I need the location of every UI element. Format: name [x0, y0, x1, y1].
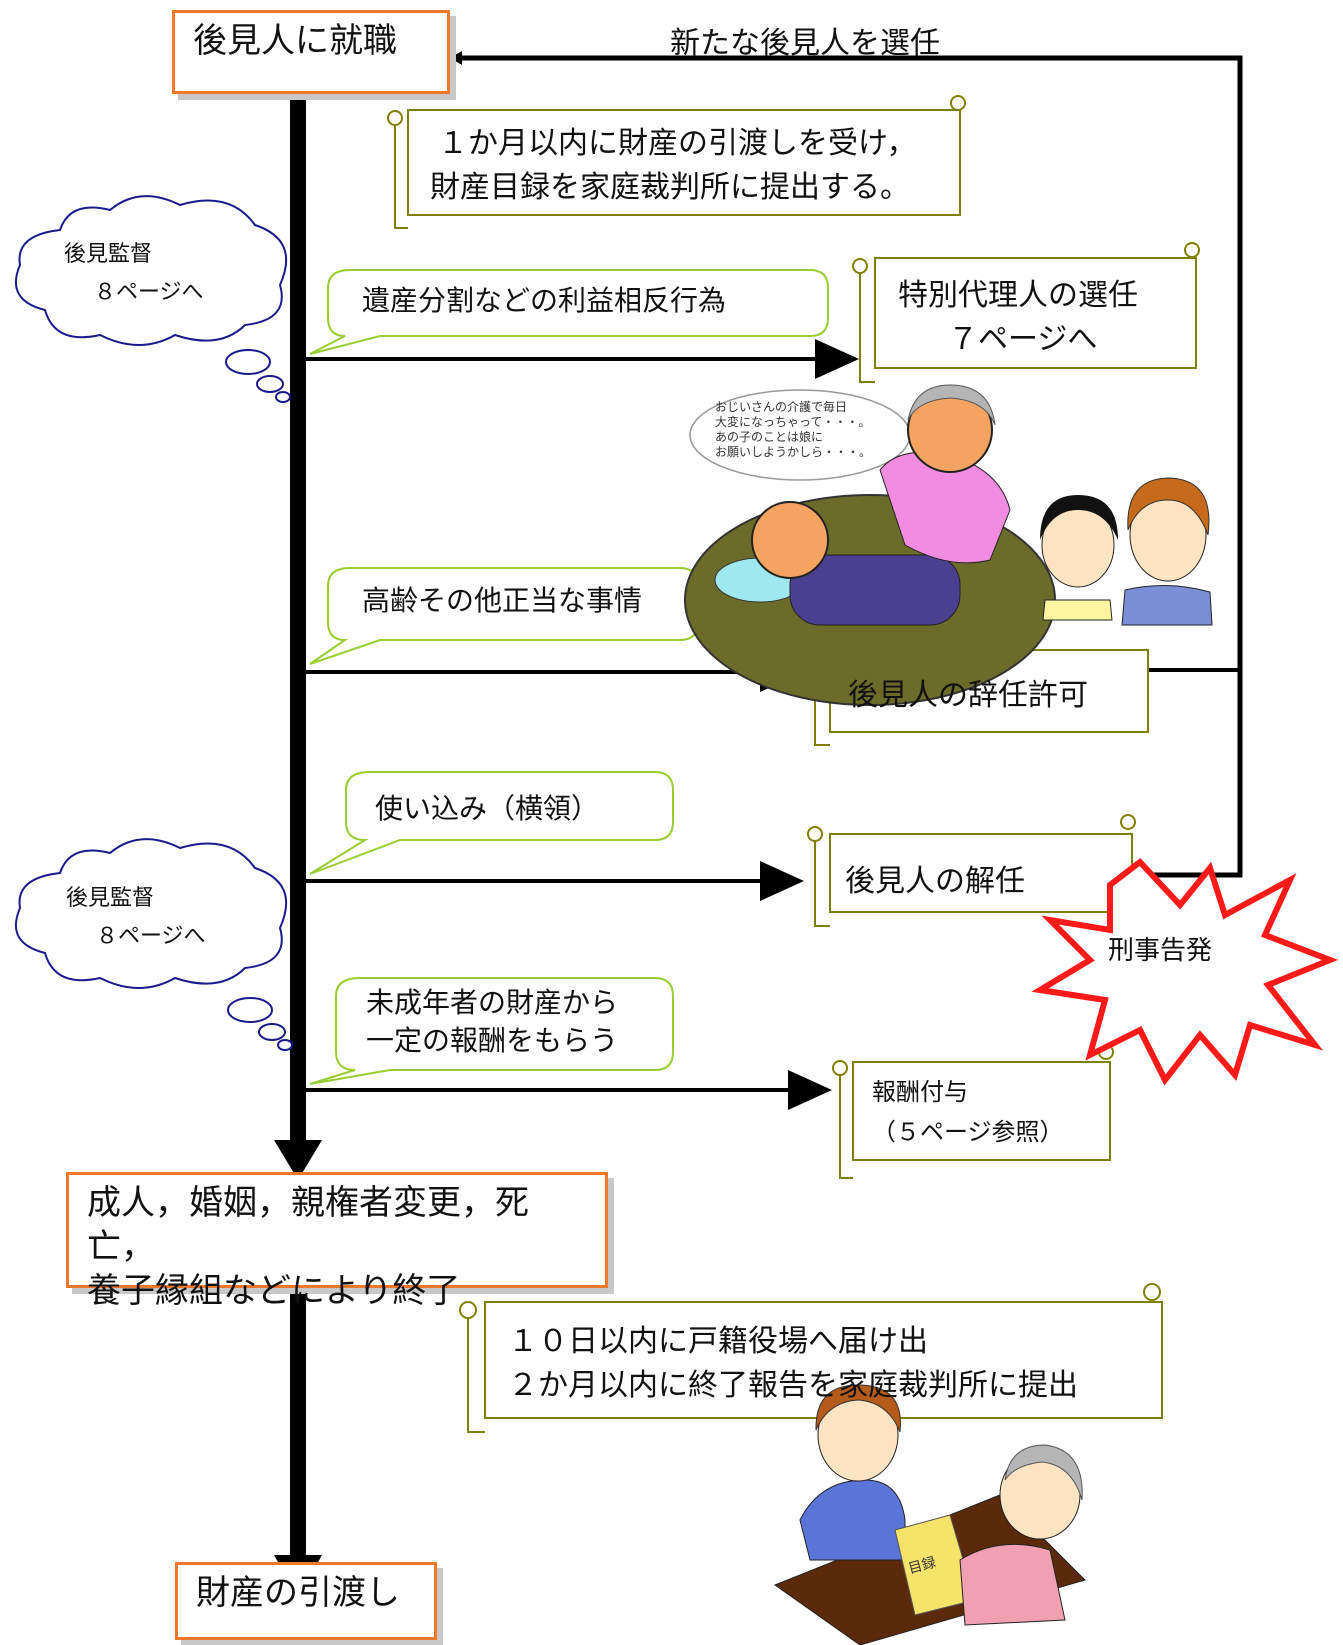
blanket — [789, 554, 961, 626]
scroll-1-line-2: 財産目録を家庭裁判所に提出する。 — [430, 170, 910, 205]
girl-1-collar — [1042, 599, 1113, 621]
speech-bubble-1 — [309, 269, 829, 355]
scroll-2-shape — [874, 257, 1197, 369]
cloud-1-line-1: 後見監督 — [64, 242, 153, 267]
loop-label: 新たな後見人を選任 — [670, 26, 940, 61]
burst-shape — [1031, 857, 1339, 1086]
woman-body — [799, 1479, 906, 1561]
illustration-1-caption-line-1: おじいさんの介護で毎日 — [715, 400, 848, 414]
cloud-shapes — [15, 195, 293, 1051]
illustration-1-caption-line-2: 大変になっちゃって・・・。 — [715, 415, 871, 429]
grandma-2-hair — [1004, 1444, 1083, 1501]
speech-bubble-shapes — [309, 269, 829, 1085]
scroll-6-line-1: １０日以内に戸籍役場へ届け出 — [508, 1324, 928, 1359]
final-box: 財産の引渡し — [175, 1562, 437, 1640]
grandma-2-body — [959, 1543, 1066, 1626]
cloud-2-line-2: ８ページへ — [96, 924, 206, 949]
scroll-6-shape — [484, 1301, 1163, 1419]
handover-illustration — [773, 1384, 1086, 1645]
end-box-line-2: 養子縁組などにより終了 — [87, 1271, 461, 1311]
scroll-2-line-2: ７ページへ — [948, 322, 1098, 357]
speech-3-text: 使い込み（横領） — [375, 792, 600, 825]
speech-1-text: 遺産分割などの利益相反行為 — [362, 284, 727, 317]
scroll-1-shape — [407, 109, 961, 216]
speech-bubble-3 — [309, 771, 674, 875]
scroll-3-text: 後見人の辞任許可 — [848, 678, 1088, 713]
scroll-5-line-2: （５ページ参照） — [872, 1118, 1064, 1146]
woman-hair — [815, 1384, 901, 1433]
cloud-1-shape — [15, 195, 288, 346]
illustration-1-caption-line-4: お願いしようかしら・・・。 — [715, 445, 872, 459]
burst-label: 刑事告発 — [1108, 936, 1213, 966]
scroll-5-shape — [852, 1061, 1111, 1161]
girl-2-hair — [1127, 477, 1210, 536]
speech-4-line-1: 未成年者の財産から — [366, 986, 619, 1019]
speech-bubble-4 — [309, 977, 674, 1085]
grandpa-face — [751, 501, 829, 579]
scroll-1-line-1: １か月以内に財産の引渡しを受け， — [438, 126, 917, 161]
start-box: 後見人に就職 — [172, 10, 450, 94]
speech-2-text: 高齢その他正当な事情 — [362, 584, 643, 617]
scroll-5-line-1: 報酬付与 — [872, 1078, 968, 1106]
scroll-4-text: 後見人の解任 — [845, 864, 1025, 899]
speech-4-line-2: 一定の報酬をもらう — [366, 1024, 619, 1057]
illustration-1-caption: おじいさんの介護で毎日 大変になっちゃって・・・。 あの子のことは娘に お願いし… — [715, 400, 871, 460]
main-flow-line — [290, 95, 306, 1140]
illustration-1-caption-line-3: あの子のことは娘に — [715, 430, 824, 444]
grandma-hair — [907, 384, 996, 426]
scroll-2-line-1: 特別代理人の選任 — [898, 278, 1138, 313]
final-box-label: 財産の引渡し — [196, 1573, 400, 1613]
lower-flow-line — [290, 1290, 306, 1560]
loop-back-line — [462, 55, 1243, 878]
cloud-1-line-2: ８ページへ — [94, 280, 204, 305]
caregiver-illustration — [684, 384, 1213, 706]
start-box-label: 後見人に就職 — [193, 21, 397, 61]
loop-arrowhead — [450, 51, 462, 65]
main-flow-arrowhead — [274, 1140, 322, 1180]
cloud-2-shape — [15, 838, 288, 989]
grandma-body — [879, 451, 1011, 564]
scroll-6-line-2: ２か月以内に終了報告を家庭裁判所に提出 — [508, 1368, 1078, 1403]
cloud-2-line-1: 後見監督 — [66, 886, 155, 911]
end-box: 成人，婚姻，親権者変更，死亡， 養子縁組などにより終了 — [66, 1172, 608, 1311]
end-box-line-1: 成人，婚姻，親権者変更，死亡， — [87, 1183, 529, 1267]
girl-1-hair — [1040, 495, 1118, 540]
girl-2-body — [1121, 585, 1213, 626]
